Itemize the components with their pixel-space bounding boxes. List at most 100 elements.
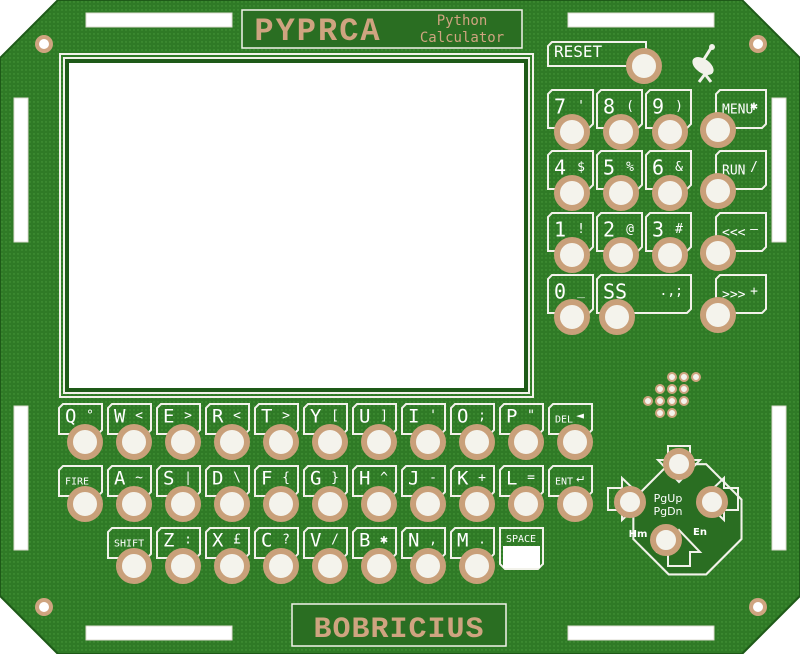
numpad-key-back[interactable]: <<<–: [700, 212, 767, 271]
key-b-alt-label: ✱: [380, 533, 388, 548]
numpad-key-2-label: 2: [603, 218, 615, 242]
key-del[interactable]: DEL◄: [548, 403, 593, 460]
key-space[interactable]: SPACE: [499, 527, 544, 570]
key-j[interactable]: J-: [401, 465, 446, 522]
dpad-down[interactable]: [650, 524, 703, 567]
numpad-key-9[interactable]: 9): [645, 89, 692, 150]
numpad-key-4-label: 4: [554, 156, 566, 180]
edge-slots: [13, 12, 787, 641]
numpad-key-9-alt-label: ): [675, 99, 683, 114]
key-r[interactable]: R<: [205, 403, 250, 460]
dpad-left[interactable]: [607, 475, 646, 523]
numpad-key-3[interactable]: 3#: [645, 212, 692, 273]
numpad-key-1[interactable]: 1!: [547, 212, 594, 273]
key-e-alt-label: >: [184, 409, 192, 424]
key-y[interactable]: Y[: [303, 403, 348, 460]
key-m-pad: [459, 548, 495, 584]
key-fire-label: FIRE: [65, 477, 89, 488]
numpad-key-8-pad: [603, 114, 639, 150]
numpad-key-run[interactable]: RUN /: [700, 150, 767, 209]
key-v[interactable]: V/: [303, 527, 348, 584]
key-fire[interactable]: FIRE: [58, 465, 103, 522]
reset-button[interactable]: RESET: [547, 41, 662, 84]
key-i[interactable]: I': [401, 403, 446, 460]
key-h[interactable]: H^: [352, 465, 397, 522]
key-m[interactable]: M.: [450, 527, 495, 584]
numpad-key-fwd[interactable]: >>>+: [700, 274, 767, 333]
key-ent[interactable]: ENT↵: [548, 465, 593, 522]
key-m-alt-label: .: [478, 533, 486, 548]
numpad-key-3-label: 3: [652, 218, 664, 242]
key-del-alt-label: ◄: [576, 409, 584, 424]
key-r-alt-label: <: [233, 409, 241, 424]
numpad-key-0[interactable]: 0_: [547, 274, 594, 335]
numpad-key-7[interactable]: 7': [547, 89, 594, 150]
numpad-key-back-alt-label: –: [750, 222, 758, 237]
key-c-alt-label: ?: [282, 533, 290, 548]
key-v-alt-label: /: [331, 533, 339, 548]
numpad-key-5-label: 5: [603, 156, 615, 180]
key-j-label: J: [408, 468, 419, 490]
key-ent-alt-label: ↵: [576, 471, 584, 486]
key-z-label: Z: [163, 530, 174, 552]
numpad-key-fwd-pad: [700, 297, 736, 333]
numpad-key-4[interactable]: 4$: [547, 150, 594, 211]
numpad-key-menu[interactable]: MENU✱: [700, 89, 767, 148]
key-l-pad: [508, 486, 544, 522]
key-g[interactable]: G}: [303, 465, 348, 522]
key-o[interactable]: O;: [450, 403, 495, 460]
numpad-key-run-label: RUN: [722, 164, 745, 179]
numpad-key-ss-alt-label: .,;: [660, 284, 683, 299]
reset-button-label: RESET: [554, 42, 603, 61]
key-x[interactable]: X£: [205, 527, 250, 584]
key-j-pad: [410, 486, 446, 522]
key-s[interactable]: S|: [156, 465, 201, 522]
dpad-up[interactable]: [655, 445, 703, 484]
numpad-key-back-pad: [700, 235, 736, 271]
dpad: PgUp PgDn Hm En: [607, 445, 743, 576]
numpad-key-1-alt-label: !: [577, 222, 585, 237]
numpad-key-8[interactable]: 8(: [596, 89, 643, 150]
key-d[interactable]: D\: [205, 465, 250, 522]
numpad-key-4-alt-label: $: [577, 160, 585, 175]
key-u[interactable]: U]: [352, 403, 397, 460]
key-p-pad: [508, 424, 544, 460]
key-l[interactable]: L=: [499, 465, 544, 522]
key-b[interactable]: B✱: [352, 527, 397, 584]
numpad-key-5[interactable]: 5%: [596, 150, 643, 211]
numpad-key-1-pad: [554, 237, 590, 273]
key-i-alt-label: ': [429, 409, 437, 424]
key-k[interactable]: K+: [450, 465, 495, 522]
numpad-key-ss[interactable]: SS.,;: [596, 274, 692, 335]
numpad-key-fwd-outline: [715, 274, 767, 314]
key-z[interactable]: Z:: [156, 527, 201, 584]
numpad-key-6[interactable]: 6&: [645, 150, 692, 211]
numpad-key-7-pad: [554, 114, 590, 150]
numpad-key-run-pad: [700, 173, 736, 209]
numpad-key-run-alt-label: /: [750, 160, 758, 175]
numpad-key-6-label: 6: [652, 156, 664, 180]
key-y-pad: [312, 424, 348, 460]
key-x-label: X: [212, 530, 224, 552]
dpad-right[interactable]: [696, 475, 739, 523]
key-space-label: SPACE: [506, 534, 536, 545]
key-w[interactable]: W<: [107, 403, 152, 460]
key-e[interactable]: E>: [156, 403, 201, 460]
key-u-alt-label: ]: [380, 409, 388, 424]
key-c[interactable]: C?: [254, 527, 299, 584]
numpad-key-9-label: 9: [652, 95, 664, 119]
key-p[interactable]: P": [499, 403, 544, 460]
key-r-label: R: [212, 406, 224, 428]
key-q[interactable]: Q°: [58, 403, 103, 460]
key-n[interactable]: N,: [401, 527, 446, 584]
numpad-key-6-alt-label: &: [675, 160, 683, 175]
key-a[interactable]: A~: [107, 465, 152, 522]
key-t[interactable]: T>: [254, 403, 299, 460]
dpad-end-label: En: [693, 527, 707, 538]
key-shift[interactable]: SHIFT: [107, 527, 152, 584]
key-q-label: Q: [65, 406, 76, 428]
mounting-holes: [35, 35, 767, 616]
key-f[interactable]: F{: [254, 465, 299, 522]
numpad-key-2[interactable]: 2@: [596, 212, 643, 273]
footer-block: BOBRICIUS: [291, 603, 507, 647]
